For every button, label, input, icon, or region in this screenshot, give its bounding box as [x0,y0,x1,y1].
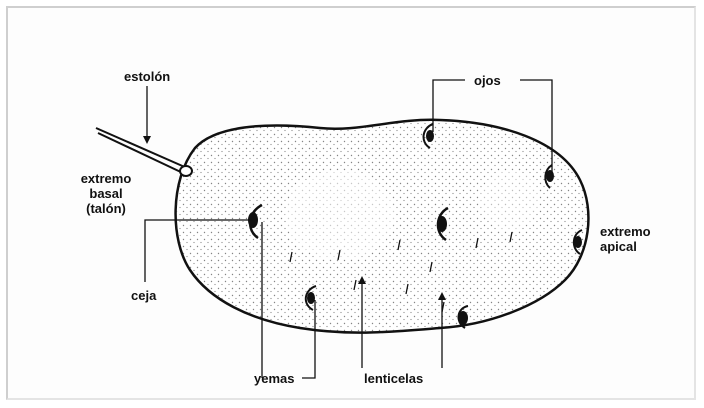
label-estolon: estolón [124,69,170,84]
label-extremo-basal-line1: extremo [70,171,142,186]
basal-end [180,166,192,176]
label-ceja: ceja [131,288,156,303]
label-ojos: ojos [474,73,501,88]
label-extremo-basal: extremo basal (talón) [70,171,142,216]
label-extremo-basal-line2: basal [70,186,142,201]
label-extremo-apical-line1: extremo [600,224,651,239]
stolon [96,128,187,174]
label-extremo-apical-line2: apical [600,239,651,254]
label-extremo-basal-line3: (talón) [70,201,142,216]
label-lenticelas: lenticelas [364,371,423,386]
arrowhead [143,136,151,144]
label-extremo-apical: extremo apical [600,224,651,254]
label-yemas: yemas [254,371,294,386]
